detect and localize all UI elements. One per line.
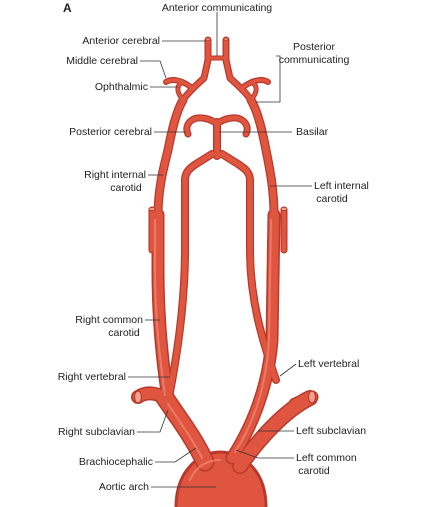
label-right-common-carotid-line1: Right common [75, 314, 143, 326]
left-vertebral-vessel [219, 151, 279, 383]
vessel-cut-ends [133, 37, 317, 404]
left-ophthalmic-vessel [249, 82, 258, 102]
right-subclavian-cut-end [133, 390, 143, 404]
label-right-subclavian: Right subclavian [58, 426, 135, 438]
left-subclavian-cut-end [307, 390, 317, 404]
label-anterior-communicating: Anterior communicating [162, 2, 272, 14]
label-left-subclavian: Left subclavian [296, 425, 366, 437]
right-internal-carotid-vessel [154, 96, 187, 219]
label-posterior-communicating-line2: communicating [279, 54, 350, 66]
label-left-internal-carotid-line2: carotid [316, 193, 348, 205]
label-right-vertebral: Right vertebral [58, 371, 126, 383]
label-right-internal-carotid-line2: carotid [110, 182, 142, 194]
right-external-carotid-cut-end [148, 206, 156, 212]
label-left-common-carotid-line1: Left common [296, 452, 357, 464]
right-anterior-cerebral-cut-end [205, 37, 211, 41]
label-right-common-carotid-line2: carotid [108, 327, 140, 339]
label-right-internal-carotid-line1: Right internal [84, 169, 146, 181]
right-common-carotid-vessel [153, 210, 173, 403]
label-basilar: Basilar [296, 126, 329, 138]
left-middle-cerebral-vessel [240, 78, 270, 90]
label-left-internal-carotid-line1: Left internal [314, 180, 369, 192]
left-anterior-cerebral-vessel [223, 37, 254, 103]
right-anterior-cerebral-vessel [180, 37, 211, 103]
left-external-carotid-cut-end [280, 206, 288, 212]
label-left-vertebral: Left vertebral [298, 358, 359, 370]
right-posterior-cerebral-vessel [184, 115, 220, 137]
right-vertebral-vessel [167, 151, 215, 395]
label-left-common-carotid-line2: carotid [298, 465, 330, 477]
left-anterior-cerebral-cut-end [223, 37, 229, 41]
label-posterior-cerebral: Posterior cerebral [69, 126, 152, 138]
vessels-outline [131, 36, 319, 507]
label-middle-cerebral: Middle cerebral [66, 55, 138, 67]
leader-lines [128, 12, 312, 488]
left-posterior-cerebral-vessel [214, 115, 250, 137]
right-ophthalmic-vessel [176, 82, 185, 102]
label-ophthalmic: Ophthalmic [95, 81, 148, 93]
panel-letter: A [63, 1, 72, 15]
label-brachiocephalic: Brachiocephalic [79, 456, 153, 468]
label-anterior-cerebral: Anterior cerebral [82, 35, 160, 47]
left-internal-carotid-vessel [247, 96, 278, 219]
label-aortic-arch: Aortic arch [99, 481, 149, 493]
label-posterior-communicating-line1: Posterior [293, 41, 336, 53]
right-middle-cerebral-vessel [164, 78, 194, 90]
vessel-highlights [154, 219, 272, 481]
